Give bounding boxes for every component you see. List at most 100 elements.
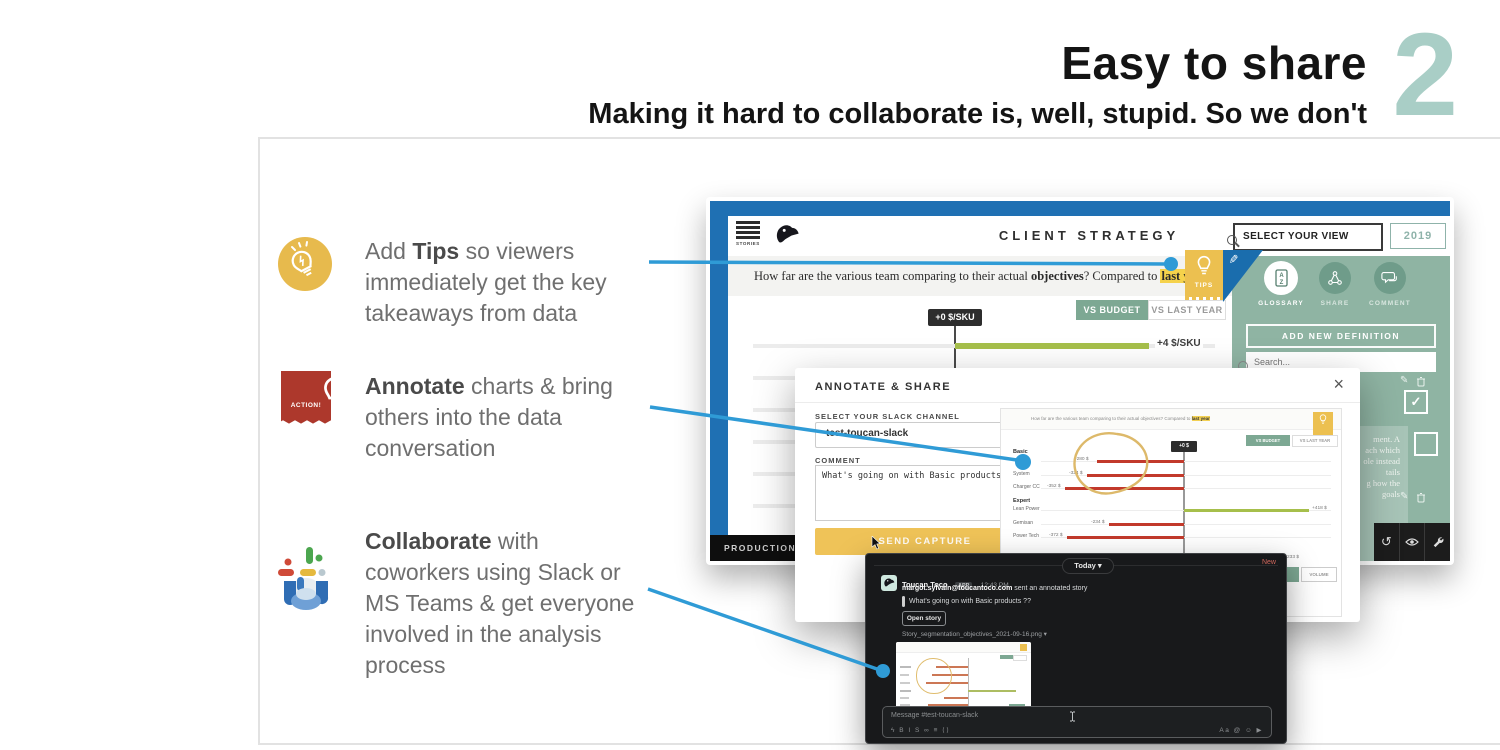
fragment-line: goals — [1382, 489, 1400, 499]
add-definition-button[interactable]: ADD NEW DEFINITION — [1246, 324, 1436, 348]
edit-pencil-icon[interactable]: ✎ — [1400, 375, 1409, 386]
feature-collaborate-text: Collaborate with coworkers using Slack o… — [365, 526, 643, 681]
preview-bar — [1087, 474, 1184, 477]
sidebar-item-glossary[interactable]: A Z — [1264, 261, 1298, 295]
view-selector[interactable]: SELECT YOUR VIEW — [1227, 223, 1383, 251]
preview-track — [1041, 461, 1331, 462]
preview-group-label: Expert — [1013, 498, 1031, 504]
message-rest: sent an annotated story — [1012, 585, 1088, 592]
comment-label: COMMENT — [815, 456, 861, 465]
year-selector[interactable]: 2019 — [1390, 223, 1446, 249]
micro-bar — [936, 666, 968, 668]
history-icon: ↺ — [1380, 534, 1392, 549]
preview-question: How far are the various team comparing t… — [1031, 416, 1210, 421]
sender-name: Toucan Toco — [902, 580, 948, 589]
sidebar-search[interactable] — [1238, 352, 1436, 372]
fragment-line: ment. A — [1373, 434, 1400, 444]
sidebar-label-glossary: GLOSSARY — [1258, 300, 1304, 307]
action-stamp-label: ACTION! — [290, 402, 322, 409]
feature-text-post: with coworkers using Slack or MS Teams &… — [365, 528, 635, 678]
sidebar-label-share: SHARE — [1320, 300, 1350, 307]
delete-trash-icon[interactable] — [1416, 376, 1426, 387]
edit-pencil-icon[interactable]: ✎ — [1400, 491, 1409, 502]
preview-track — [1041, 537, 1331, 538]
view-selector-label: SELECT YOUR VIEW — [1243, 231, 1349, 242]
avatar[interactable] — [881, 575, 897, 591]
toucan-avatar-icon — [883, 577, 895, 589]
dashboard-title: CLIENT STRATEGY — [998, 228, 1180, 243]
sidebar-item-share[interactable] — [1319, 262, 1351, 294]
content-panel — [258, 137, 1500, 745]
toggle-vs-budget[interactable]: VS BUDGET — [1076, 300, 1148, 320]
sidebar-search-input[interactable] — [1252, 354, 1406, 370]
send-capture-button[interactable]: SEND CAPTURE — [815, 528, 1035, 555]
sidebar-item-comment[interactable] — [1374, 262, 1406, 294]
chart-bar-plus4[interactable] — [955, 343, 1149, 349]
unchecked-checkbox[interactable] — [1414, 432, 1438, 456]
svg-text:Z: Z — [1280, 280, 1284, 286]
stories-menu-icon[interactable]: STORIES — [736, 221, 760, 249]
comment-value: What's going on with Basic products ?? — [822, 471, 1017, 481]
wrench-icon — [1433, 537, 1444, 548]
view-button[interactable] — [1400, 523, 1426, 561]
micro-axis — [968, 658, 969, 708]
tips-badge[interactable]: TIPS — [1185, 250, 1223, 297]
micro-toggle — [1000, 655, 1013, 659]
chart-tooltip: +0 $/SKU — [928, 309, 982, 326]
new-messages-label: New — [1261, 559, 1276, 566]
quote-text: What's going on with Basic products ?? — [909, 598, 1031, 605]
feature-text-post: so viewers immediately get the key takea… — [365, 238, 607, 326]
preview-bar — [1097, 460, 1184, 463]
preview-toggle-inactive: VS LAST YEAR — [1292, 435, 1338, 447]
search-icon — [1227, 235, 1237, 245]
dashboard-header: STORIES CLIENT STRATEGY SELECT YOUR VIEW… — [728, 216, 1450, 256]
micro-label — [900, 666, 911, 668]
feature-text-post: charts & bring others into the data conv… — [365, 373, 613, 461]
stories-label: STORIES — [736, 241, 760, 246]
micro-header — [896, 642, 1031, 653]
message-input[interactable]: Message #test-toucan-slack ϟ B I S ∞ ≡ ⟨… — [882, 706, 1272, 738]
preview-question-bar: How far are the various team comparing t… — [1001, 409, 1341, 436]
comment-icon — [1381, 272, 1397, 284]
preview-bar — [1067, 536, 1184, 539]
section-number: 2 — [1392, 9, 1458, 141]
action-stamp-icon: ACTION! — [281, 371, 331, 424]
svg-text:A: A — [1279, 273, 1284, 279]
date-divider-pill[interactable]: Today ▾ — [1062, 558, 1114, 574]
annotation-circle — [1073, 432, 1149, 495]
action-bulb-glyph — [281, 374, 331, 400]
question-pre: How far are the various team comparing t… — [754, 269, 1031, 283]
fragment-line: ach which — [1365, 445, 1400, 455]
toggle-vs-last-year[interactable]: VS LAST YEAR — [1148, 300, 1226, 320]
message-header: Toucan Toco APP 12:43 PM — [902, 574, 1009, 592]
preview-tooltip: +0 $ — [1171, 441, 1197, 452]
close-icon[interactable]: × — [1333, 374, 1344, 394]
preview-row-label: Power Tech — [1013, 533, 1040, 539]
entry-text-fragment: ment. A ach which ole instead tails g ho… — [1240, 434, 1400, 500]
preview-question-text: How far are the various team comparing t… — [1031, 416, 1192, 421]
chevron-down-icon: ▾ — [1097, 561, 1102, 570]
delete-trash-icon[interactable] — [1416, 492, 1426, 503]
glossary-az-icon: A Z — [1275, 269, 1288, 287]
chart-bar-label: +4 $/SKU — [1155, 338, 1203, 349]
file-attachment[interactable]: Story_segmentation_objectives_2021-09-16… — [902, 630, 1047, 638]
checked-checkbox[interactable]: ✓ — [1404, 390, 1428, 414]
message-input-placeholder: Message #test-toucan-slack — [891, 712, 979, 719]
preview-row-label: Lean Power — [1013, 506, 1040, 512]
feature-text-bold: Collaborate — [365, 528, 492, 554]
composer-actions-icons[interactable]: Aa @ ☺ ▶ — [1219, 727, 1263, 734]
history-button[interactable]: ↺ — [1374, 523, 1400, 561]
slack-window: Today ▾ New Toucan Toco APP 12:43 PM mar… — [865, 553, 1287, 744]
preview-bar-value: -372 $ — [1049, 533, 1063, 538]
preview-bar-value: -234 $ — [1091, 520, 1105, 525]
preview-track — [1041, 524, 1331, 525]
feature-annotate-text: Annotate charts & bring others into the … — [365, 371, 627, 464]
micro-label — [900, 682, 910, 684]
share-icon — [1328, 271, 1342, 285]
preview-toggle-active: VS BUDGET — [1246, 435, 1290, 446]
open-story-button[interactable]: Open story — [902, 611, 946, 626]
question-bar: How far are the various team comparing t… — [728, 256, 1232, 296]
slack-image-preview[interactable] — [896, 642, 1031, 714]
tools-button[interactable] — [1425, 523, 1450, 561]
formatting-toolbar-icons[interactable]: ϟ B I S ∞ ≡ ⟨⟩ — [891, 727, 951, 734]
